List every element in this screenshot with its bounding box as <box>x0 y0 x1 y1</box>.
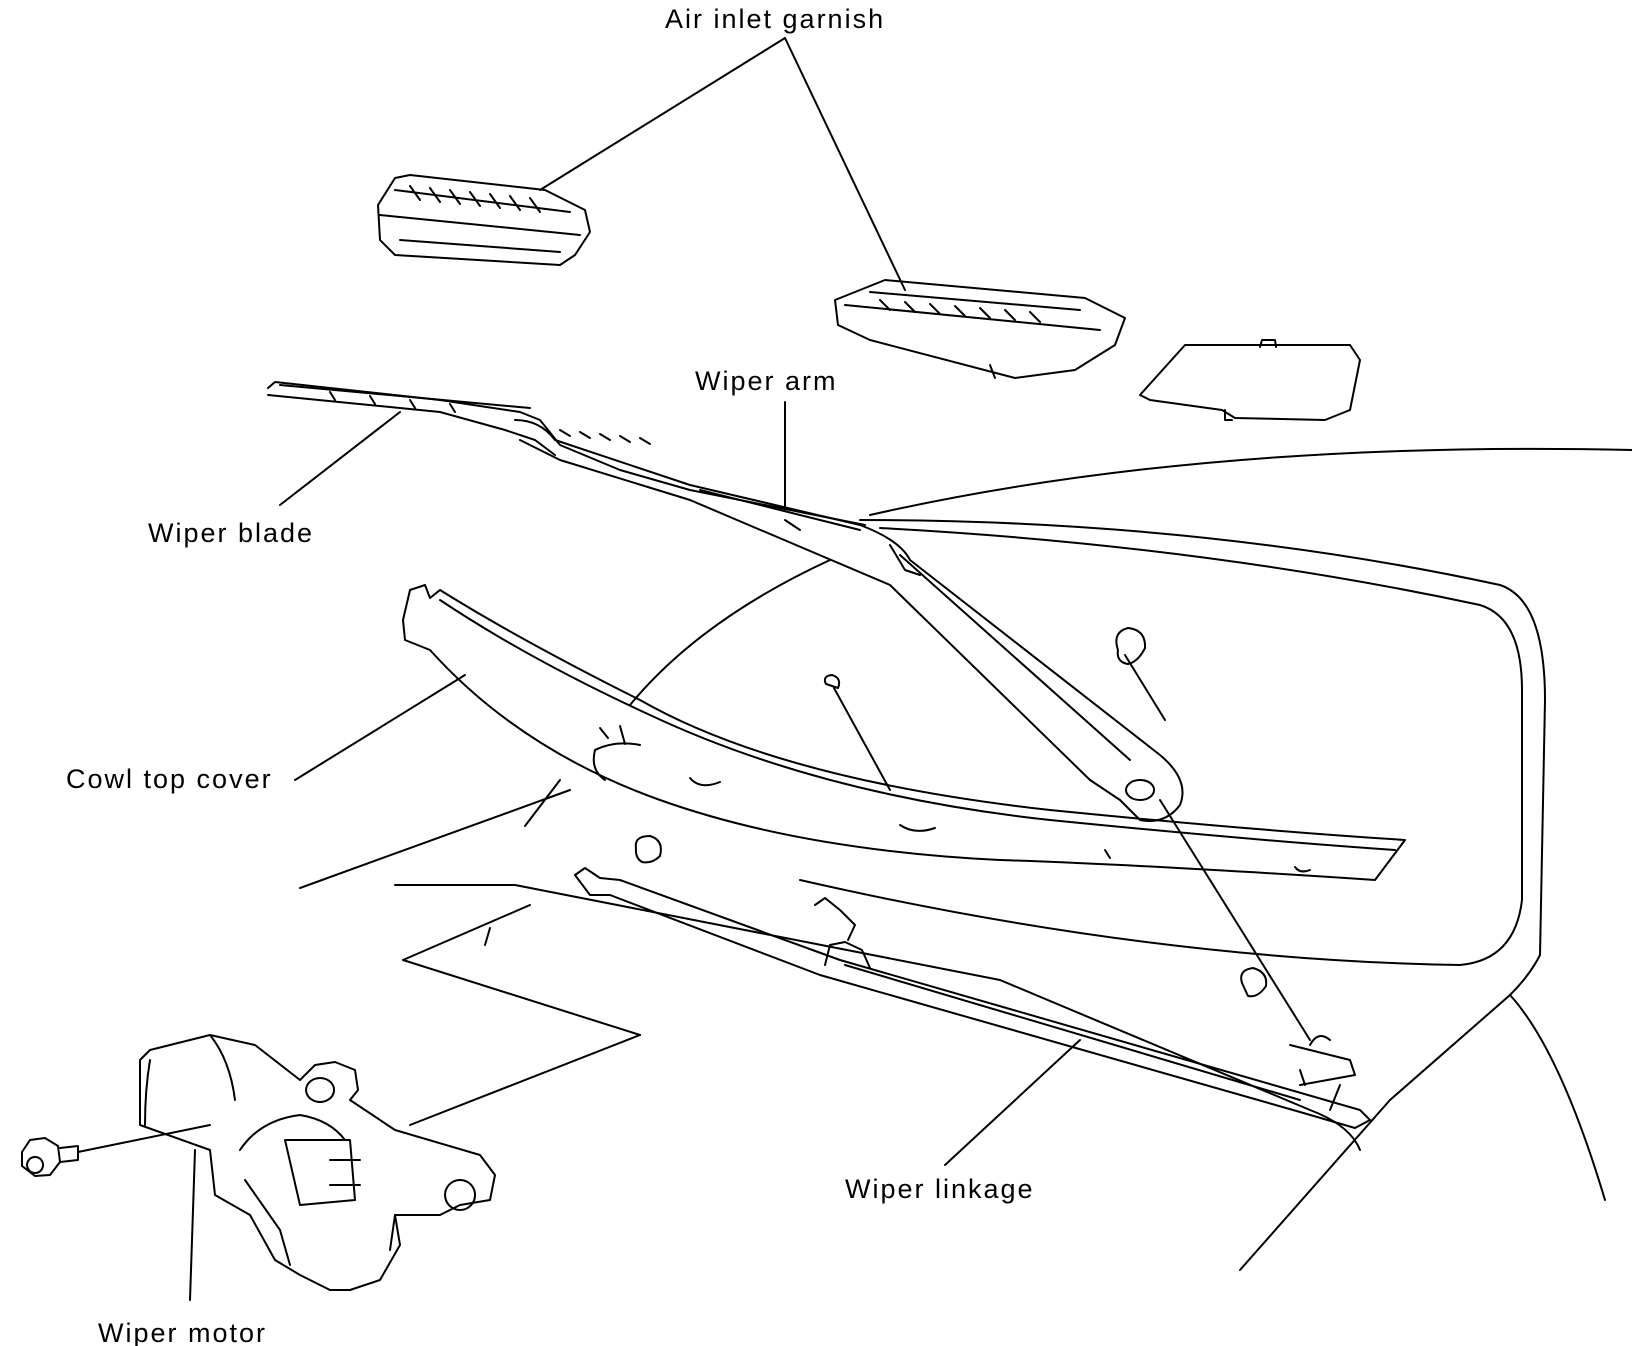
leader-lines <box>78 38 1080 1300</box>
air-inlet-garnish-left <box>378 175 590 265</box>
leader-wiper-blade <box>280 412 400 505</box>
cowl-top-cover <box>403 585 1405 880</box>
leader-wiper-motor <box>190 1150 195 1300</box>
mounting-bolt <box>22 1138 78 1176</box>
leader-wiper-linkage <box>945 1040 1080 1165</box>
wiper-linkage <box>575 868 1370 1128</box>
cover-plate <box>1140 340 1360 420</box>
label-air-inlet-garnish: Air inlet garnish <box>665 4 886 34</box>
label-wiper-arm: Wiper arm <box>695 366 838 396</box>
wiper-arm <box>515 420 1183 821</box>
leader-air-inlet-right <box>785 38 905 290</box>
wiper-blade <box>268 382 865 525</box>
wiper-motor <box>140 1035 495 1290</box>
fasteners <box>636 628 1310 1040</box>
label-wiper-motor: Wiper motor <box>98 1318 268 1346</box>
leader-air-inlet-left <box>540 38 785 190</box>
label-wiper-blade: Wiper blade <box>148 518 315 548</box>
label-wiper-linkage: Wiper linkage <box>845 1174 1035 1204</box>
leader-motor-to-bolt <box>78 1125 210 1152</box>
leader-cowl-top-cover <box>295 675 465 780</box>
label-cowl-top-cover: Cowl top cover <box>66 764 273 794</box>
leader-motor-to-cowl <box>410 1035 640 1125</box>
air-inlet-garnish-right <box>835 280 1125 378</box>
vehicle-body-outline <box>300 449 1632 1270</box>
